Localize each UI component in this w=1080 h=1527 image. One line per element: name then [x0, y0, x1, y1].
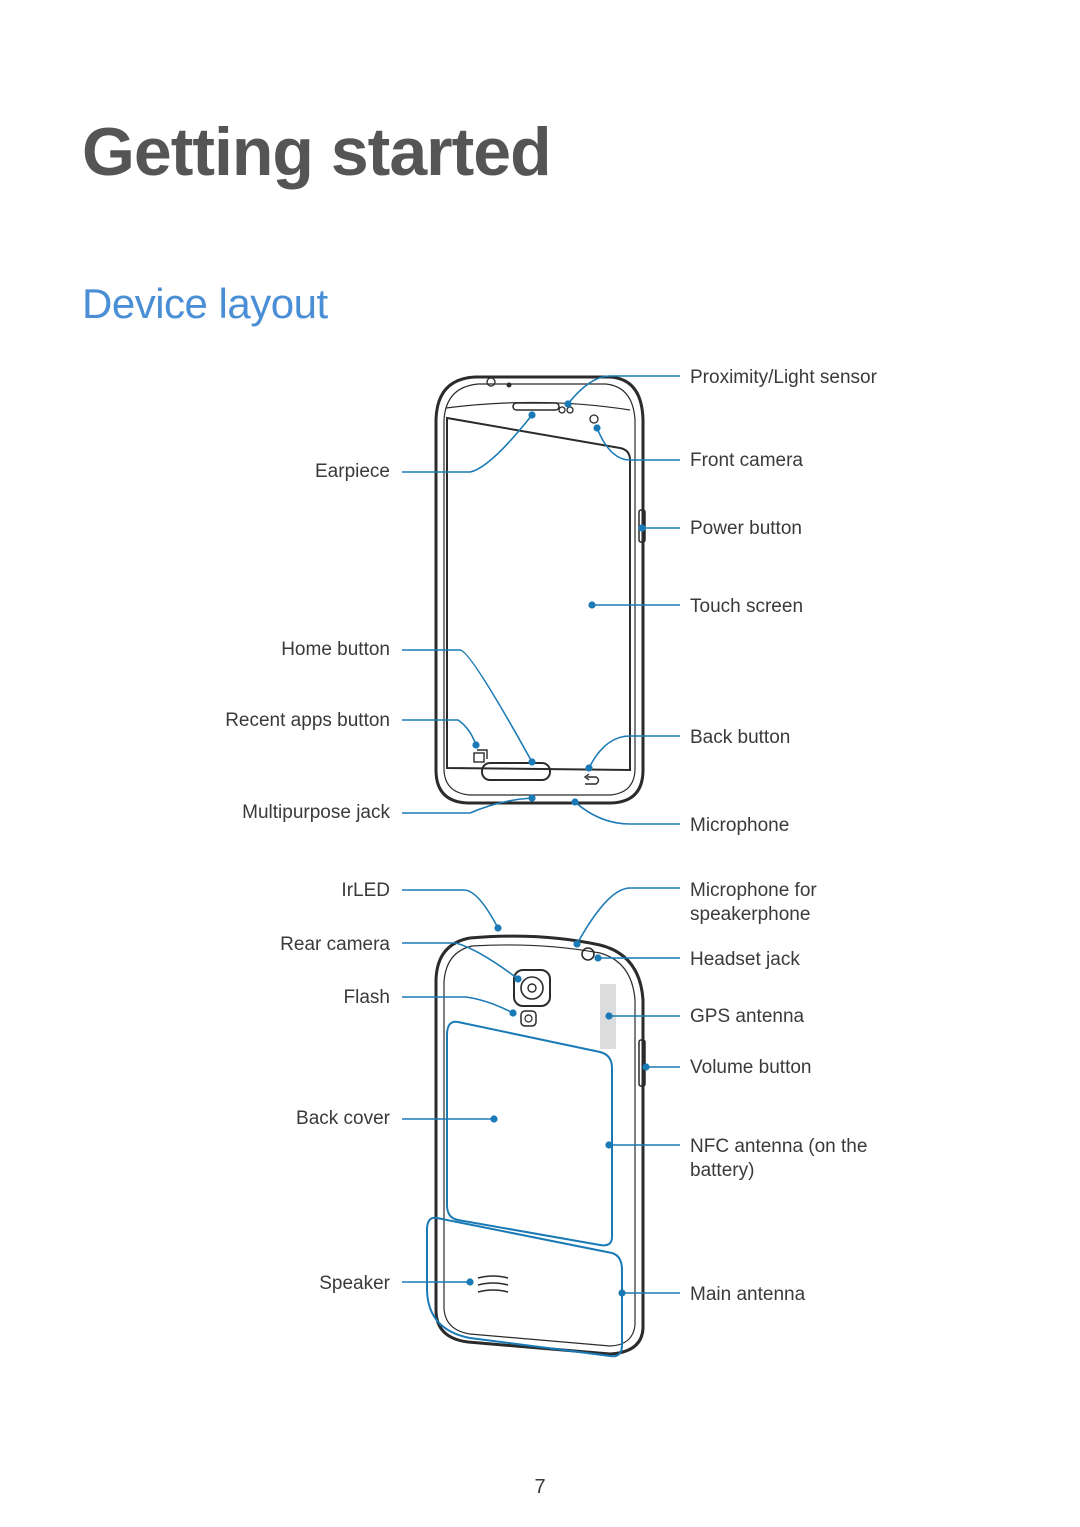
- main-antenna-outline: [426, 1216, 623, 1358]
- label-irled: IrLED: [341, 880, 390, 901]
- page-number: 7: [534, 1476, 546, 1498]
- label-mic-speakerphone-line2: speakerphone: [690, 904, 811, 925]
- label-recent-apps-button: Recent apps button: [225, 710, 390, 731]
- label-back-button: Back button: [690, 727, 791, 748]
- label-main-antenna: Main antenna: [690, 1284, 806, 1305]
- label-home-button: Home button: [281, 639, 390, 660]
- label-speaker: Speaker: [319, 1273, 390, 1294]
- label-headset-jack: Headset jack: [690, 949, 800, 970]
- label-nfc-antenna-line1: NFC antenna (on the: [690, 1136, 868, 1157]
- label-nfc-antenna-line2: battery): [690, 1160, 755, 1181]
- label-volume-button: Volume button: [690, 1057, 812, 1078]
- callout-dots: [466, 400, 650, 1297]
- label-microphone: Microphone: [690, 815, 790, 836]
- section-title: Device layout: [82, 280, 328, 327]
- label-power-button: Power button: [690, 518, 802, 539]
- back-cover-outline: [446, 1020, 613, 1247]
- label-touch-screen: Touch screen: [690, 596, 804, 617]
- label-gps-antenna: GPS antenna: [690, 1006, 805, 1027]
- label-back-cover: Back cover: [296, 1108, 390, 1129]
- label-earpiece: Earpiece: [315, 461, 390, 482]
- label-proximity-sensor: Proximity/Light sensor: [690, 367, 877, 388]
- label-multipurpose-jack: Multipurpose jack: [242, 802, 390, 823]
- label-front-camera: Front camera: [690, 450, 803, 471]
- page-title: Getting started: [82, 114, 552, 190]
- front-phone: [434, 375, 646, 805]
- label-mic-speakerphone-line1: Microphone for: [690, 880, 817, 901]
- label-rear-camera: Rear camera: [280, 934, 390, 955]
- label-flash: Flash: [343, 987, 390, 1008]
